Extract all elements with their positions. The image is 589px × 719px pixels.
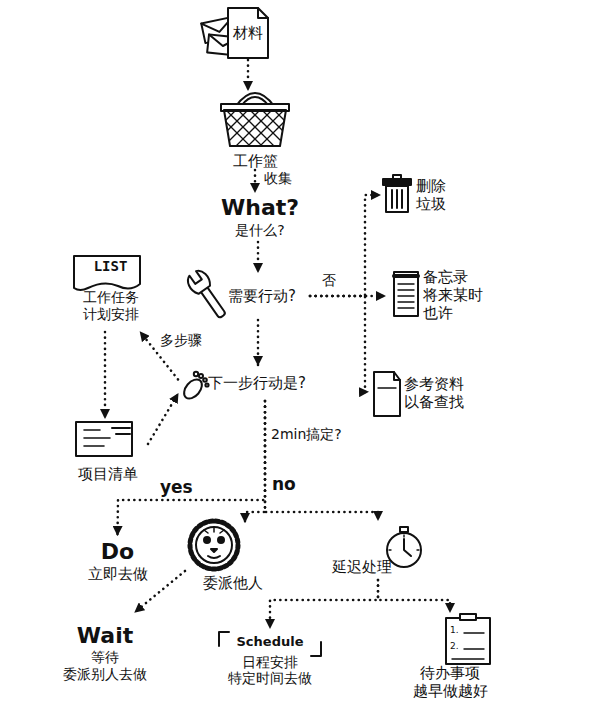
- node-heading: What?: [205, 195, 315, 221]
- defer-node: 延迟处理: [328, 520, 423, 580]
- dotted-connector: [254, 170, 257, 192]
- dotted-connector: [378, 580, 450, 612]
- document-fold: [258, 8, 268, 18]
- foot-icon: [181, 372, 209, 402]
- wrench-icon: [184, 268, 231, 322]
- someday-node: 备忘录 将来某时 也许: [385, 262, 495, 327]
- node-heading: LIST: [68, 258, 153, 275]
- dotted-connector: [257, 320, 260, 365]
- dotted-connector: [265, 401, 378, 520]
- node-text: 材料: [226, 24, 270, 42]
- dotted-connector: [310, 296, 368, 392]
- node-heading: Do: [80, 539, 155, 565]
- delegate-node: 委派他人: [185, 522, 280, 592]
- dotted-connector: [245, 401, 265, 522]
- node-text: 待办事项 越早做越好: [395, 664, 505, 700]
- node-text: 延迟处理: [332, 558, 423, 576]
- node-text: 委派他人: [185, 574, 280, 592]
- node-text: 下一步行动是?: [208, 374, 338, 392]
- node-heading: Wait: [55, 623, 155, 649]
- clipboard-icon: [446, 614, 490, 664]
- node-text: 立即去做: [80, 565, 155, 583]
- trash-icon: [383, 175, 411, 212]
- edge-label: no: [272, 474, 296, 494]
- dotted-connector: [148, 394, 178, 444]
- edge-label: 多步骤: [160, 332, 202, 349]
- node-text: 等待 委派别人去做: [55, 649, 155, 683]
- decision-node: 需要行动?: [195, 272, 310, 320]
- node-text: 项目清单: [68, 465, 148, 483]
- bracket: [219, 632, 229, 646]
- edge-label: 否: [322, 272, 336, 289]
- dotted-connector: [257, 242, 260, 272]
- schedule-node: Schedule 日程安排 特定时间去做: [215, 628, 325, 703]
- dotted-connector: [118, 401, 266, 535]
- node-text: 工作篮: [215, 152, 295, 170]
- reference-node: 参考资料 以备查找: [368, 365, 493, 420]
- node-text: 删除 垃圾: [416, 177, 470, 213]
- folder-icon: [374, 372, 400, 416]
- branch-note: 2min搞定?: [271, 426, 342, 443]
- list-node: LIST 工作任务 计划安排: [68, 252, 153, 332]
- node-text: 需要行动?: [228, 287, 310, 305]
- node-heading: Schedule: [215, 634, 325, 650]
- wait-node: Wait等待 委派别人去做: [55, 612, 155, 694]
- project-list-icon: [76, 422, 132, 456]
- inbox-node: 工作篮: [215, 90, 295, 170]
- dotted-connector: [247, 60, 250, 90]
- edge-label: yes: [160, 477, 193, 497]
- dotted-connector: [310, 195, 380, 296]
- node-text: 参考资料 以备查找: [404, 375, 493, 411]
- basket-icon: [198, 93, 312, 148]
- list-number: 1.: [450, 625, 459, 636]
- do-node: Do立即去做: [80, 535, 155, 587]
- trash-node: 删除 垃圾: [380, 172, 470, 217]
- node-text: 是什么?: [205, 222, 315, 239]
- node-text: 日程安排 特定时间去做: [215, 654, 325, 688]
- delegate-face-icon: [190, 521, 238, 569]
- list-number: 2.: [450, 641, 459, 652]
- bracket: [311, 642, 321, 656]
- next-action-node: 下一步行动是?: [178, 365, 338, 401]
- node-text: 工作任务 计划安排: [68, 289, 153, 323]
- node-text: 备忘录 将来某时 也许: [423, 268, 495, 322]
- document-node: 材料: [226, 6, 270, 60]
- edge-label: 收集: [264, 170, 292, 187]
- dotted-connector: [270, 580, 378, 628]
- notepad-icon: [394, 272, 418, 316]
- dotted-connector: [104, 332, 107, 418]
- project-node: 项目清单: [68, 418, 148, 483]
- question-node: What?是什么?: [205, 192, 315, 242]
- stopwatch-icon: [387, 527, 421, 567]
